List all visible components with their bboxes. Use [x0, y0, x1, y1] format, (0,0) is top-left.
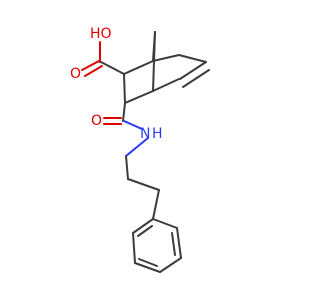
bond-ch2-ch2b — [127, 178, 160, 191]
bond-ph-inner-3 — [137, 225, 153, 237]
bond-ph-2 — [176, 227, 182, 259]
bond-ph-6 — [132, 218, 154, 234]
bond-ch2-phenyl — [152, 189, 160, 220]
bond-ph-4 — [134, 262, 161, 273]
bond-c-o-double-2 — [84, 65, 103, 77]
bond-c3-carbonyl — [122, 102, 126, 122]
molecule-diagram: HO O O N H — [70, 26, 210, 273]
bond-ch2-ch2 — [125, 155, 129, 180]
bond-ph-5 — [132, 232, 136, 264]
bond-c2-c1 — [123, 60, 154, 75]
bond-ph-inner-2 — [138, 258, 158, 267]
label-acid-oxygen: O — [70, 66, 81, 82]
label-amide-nitrogen: N — [140, 126, 150, 142]
bond-carboxyl-c-ring — [100, 61, 125, 75]
bond-n-ch2 — [125, 137, 149, 157]
label-amide-oxygen: O — [91, 113, 102, 129]
bond-c6-c1-upper — [178, 54, 207, 63]
bond-c-o-double-1 — [81, 60, 100, 71]
bond-ph-1 — [152, 218, 178, 229]
bond-c4-c5 — [152, 78, 180, 92]
bond-c5-c6-double — [182, 69, 210, 88]
bond-ph-3 — [159, 257, 182, 273]
bond-ph-inner-1 — [171, 232, 176, 256]
label-hydroxyl: HO — [90, 26, 112, 42]
bond-c1-c6 — [152, 54, 180, 62]
bond-c5-c6 — [179, 61, 207, 80]
bond-c2-c3 — [123, 73, 126, 104]
bond-c3-c4 — [124, 90, 154, 104]
label-amide-hydrogen: H — [152, 126, 163, 142]
bond-carbonyl-n — [123, 120, 143, 130]
